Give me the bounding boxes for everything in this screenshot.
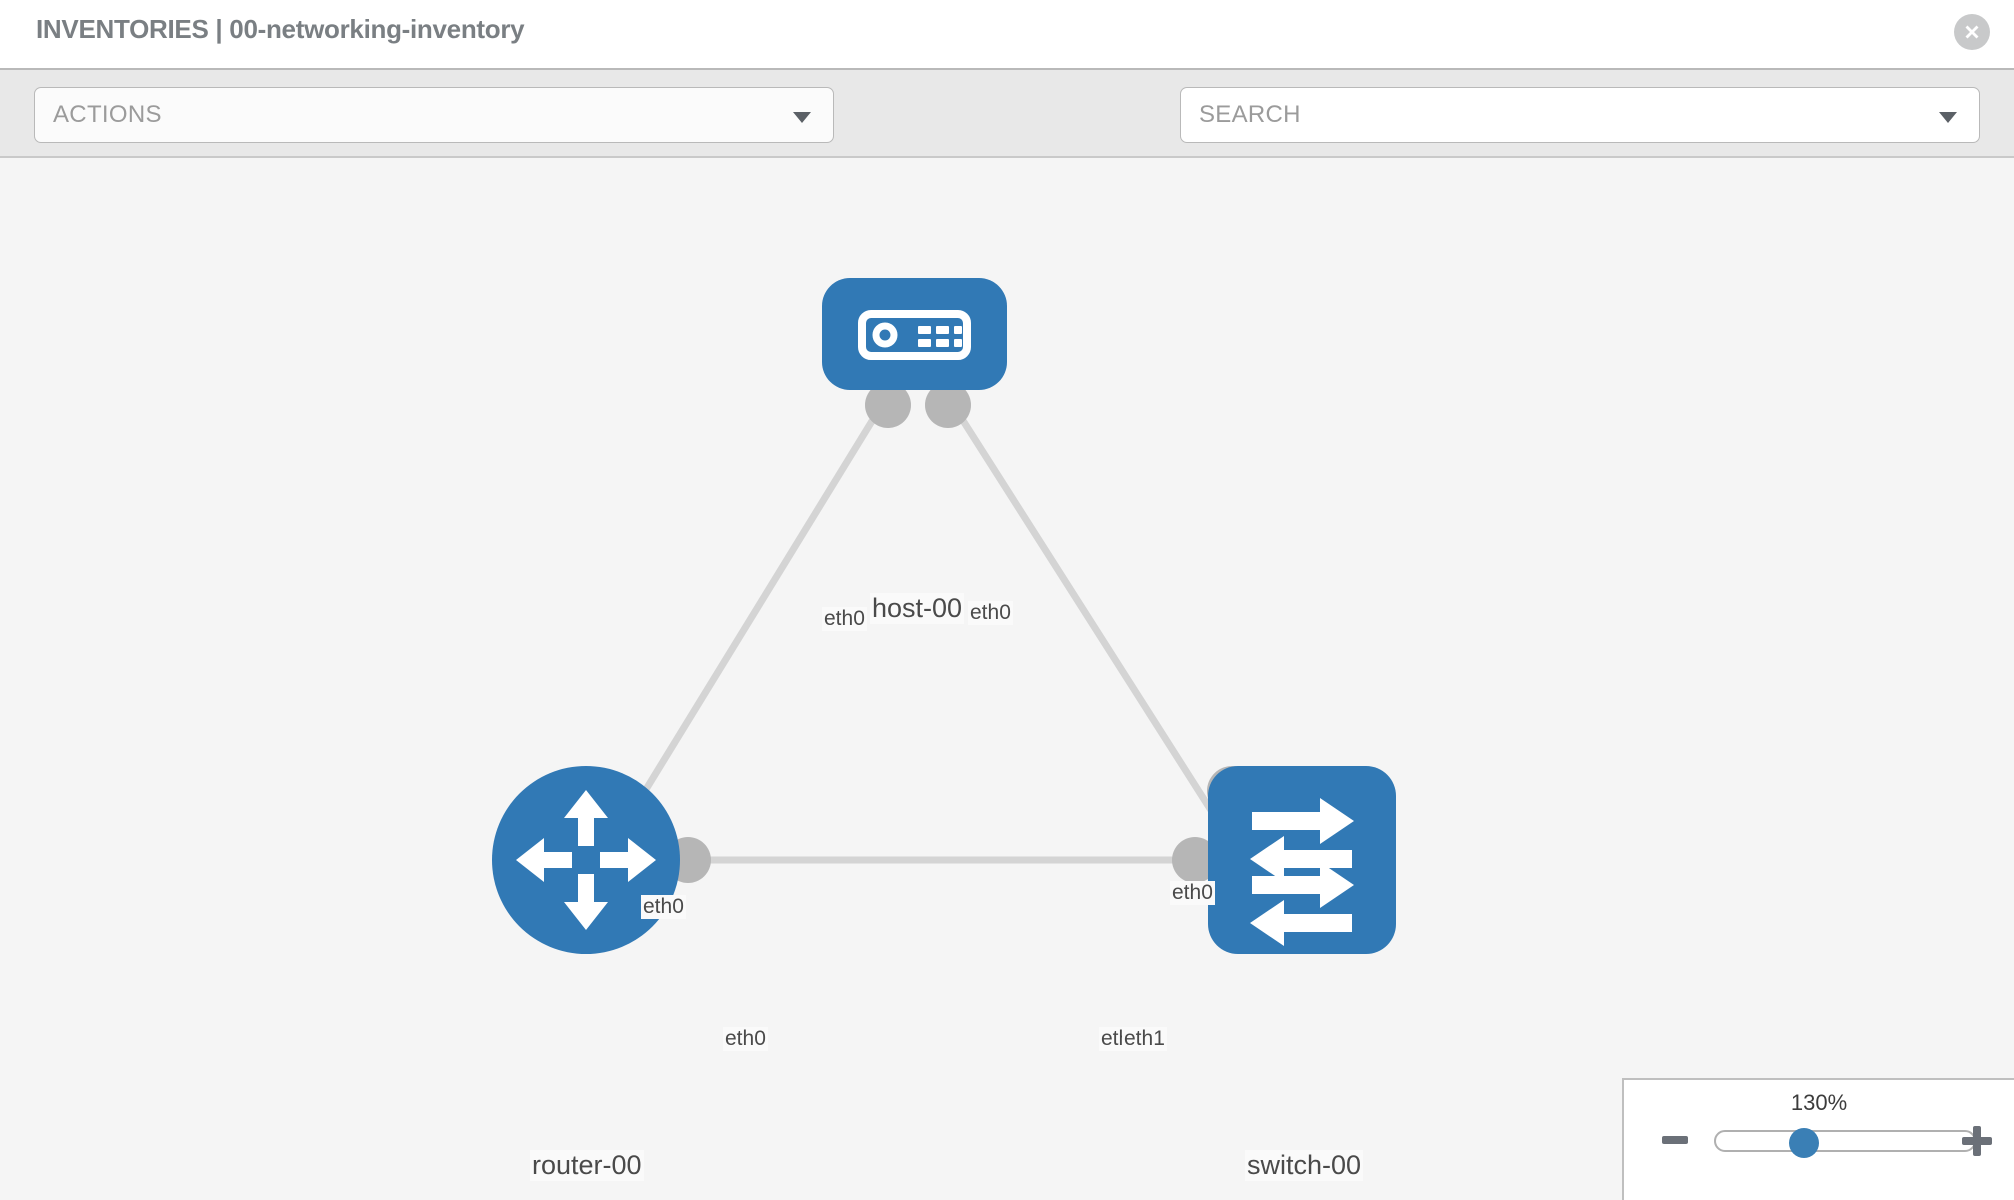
edge-label: eth0 xyxy=(1170,881,1215,905)
node-switch-00[interactable] xyxy=(1208,766,1396,954)
zoom-slider-track[interactable] xyxy=(1714,1130,1976,1152)
topology-canvas[interactable]: eth0 eth0 eth0 eth0 eth0 eth0 eth1 host-… xyxy=(0,158,2014,1200)
edge-label: eth1 xyxy=(1122,1027,1167,1051)
edge-label: eth0 xyxy=(968,601,1013,625)
minus-icon[interactable] xyxy=(1662,1136,1688,1144)
port-switch-left xyxy=(1172,837,1218,883)
page-header: INVENTORIES | 00-networking-inventory xyxy=(0,0,2014,68)
zoom-control-panel: 130% xyxy=(1622,1078,2014,1200)
plus-icon[interactable] xyxy=(1962,1126,1992,1156)
node-host-00[interactable] xyxy=(822,278,1007,390)
port-host-left xyxy=(865,382,911,428)
actions-dropdown[interactable]: ACTIONS xyxy=(34,87,834,143)
node-shape xyxy=(492,766,680,954)
edge-label: eth0 xyxy=(641,895,686,919)
edge-host-router xyxy=(607,406,883,850)
topology-edges-layer xyxy=(607,382,1257,883)
edge-label: eth0 xyxy=(723,1027,768,1051)
node-label-host-00: host-00 xyxy=(870,593,965,624)
toolbar: ACTIONS SEARCH xyxy=(0,68,2014,195)
actions-dropdown-label: ACTIONS xyxy=(53,101,162,128)
chevron-down-icon xyxy=(793,112,811,123)
router-arrows-icon xyxy=(516,790,656,930)
node-label-router-00: router-00 xyxy=(530,1150,644,1181)
search-input[interactable]: SEARCH xyxy=(1180,87,1980,143)
close-icon[interactable] xyxy=(1954,14,1990,50)
edge-host-switch xyxy=(952,406,1238,850)
zoom-slider-thumb[interactable] xyxy=(1789,1128,1819,1158)
node-router-00[interactable] xyxy=(492,766,680,954)
port-host-right xyxy=(925,382,971,428)
chevron-down-icon[interactable] xyxy=(1939,112,1957,123)
topology-ports-layer xyxy=(665,382,1257,883)
node-label-switch-00: switch-00 xyxy=(1245,1150,1364,1181)
page-title: INVENTORIES | 00-networking-inventory xyxy=(36,14,525,44)
search-placeholder: SEARCH xyxy=(1199,101,1301,128)
server-icon xyxy=(858,310,971,360)
node-shape xyxy=(822,278,1007,390)
zoom-percent-label: 130% xyxy=(1790,1090,1848,1115)
edge-label: eth0 xyxy=(822,607,867,631)
switch-arrows-icon xyxy=(1250,798,1354,946)
